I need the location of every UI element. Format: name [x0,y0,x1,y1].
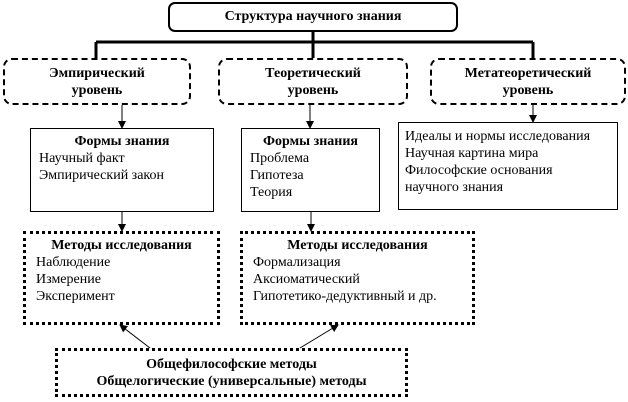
theoretical-form-item: Теория [250,185,293,200]
empirical-methods-heading: Методы исследования [51,238,192,253]
empirical-form-item: Научный факт [39,151,125,166]
metatheoretical-item: научного знания [405,180,504,195]
theoretical-method-item: Гипотетико-дедуктивный и др. [253,289,437,304]
empirical-level-box: Эмпирический уровень [3,58,191,105]
metatheoretical-level-box: Метатеоретический уровень [430,58,626,105]
metatheoretical-forms-box: Идеалы и нормы исследования Научная карт… [398,122,618,210]
general-to-methods-arrows [119,324,339,349]
theoretical-level-label-line-1: Теоретический [265,65,361,81]
empirical-form-item: Эмпирический закон [39,168,165,183]
metatheoretical-level-label-line-2: уровень [502,82,554,98]
general-methods-line-1: Общефилософские методы [146,356,317,372]
empirical-method-item: Измерение [36,272,101,287]
metatheoretical-item: Философские основания [405,163,553,178]
metatheoretical-item: Идеалы и нормы исследования [405,129,591,144]
theoretical-forms-heading: Формы знания [263,134,358,149]
general-methods-line-2: Общелогические (универсальные) методы [96,373,367,389]
theoretical-methods-heading: Методы исследования [287,238,428,253]
theoretical-methods-box: Методы исследования Формализация Аксиома… [240,231,475,325]
empirical-method-item: Наблюдение [36,255,111,270]
theoretical-level-box: Теоретический уровень [218,58,408,105]
empirical-level-label-line-1: Эмпирический [49,65,145,81]
theoretical-method-item: Аксиоматический [253,272,360,287]
metatheoretical-item: Научная картина мира [405,146,539,161]
theoretical-method-item: Формализация [253,255,341,270]
level-connectors [118,105,537,129]
general-methods-box: Общефилософские методы Общелогические (у… [55,348,408,397]
empirical-forms-heading: Формы знания [74,134,170,149]
empirical-level-label-line-2: уровень [71,82,123,98]
empirical-method-item: Эксперимент [36,289,115,304]
empirical-methods-box: Методы исследования Наблюдение Измерение… [23,231,220,325]
theoretical-level-label-line-2: уровень [287,82,339,98]
theoretical-forms-box: Формы знания Проблема Гипотеза Теория [241,128,380,212]
theoretical-form-item: Проблема [250,151,310,166]
title-connector [94,32,535,58]
forms-to-methods-arrows [118,212,315,232]
metatheoretical-level-label-line-1: Метатеоретический [464,65,592,81]
theoretical-form-item: Гипотеза [250,168,304,183]
diagram-title: Структура научного знания [168,2,458,32]
empirical-forms-box: Формы знания Научный факт Эмпирический з… [30,128,214,212]
